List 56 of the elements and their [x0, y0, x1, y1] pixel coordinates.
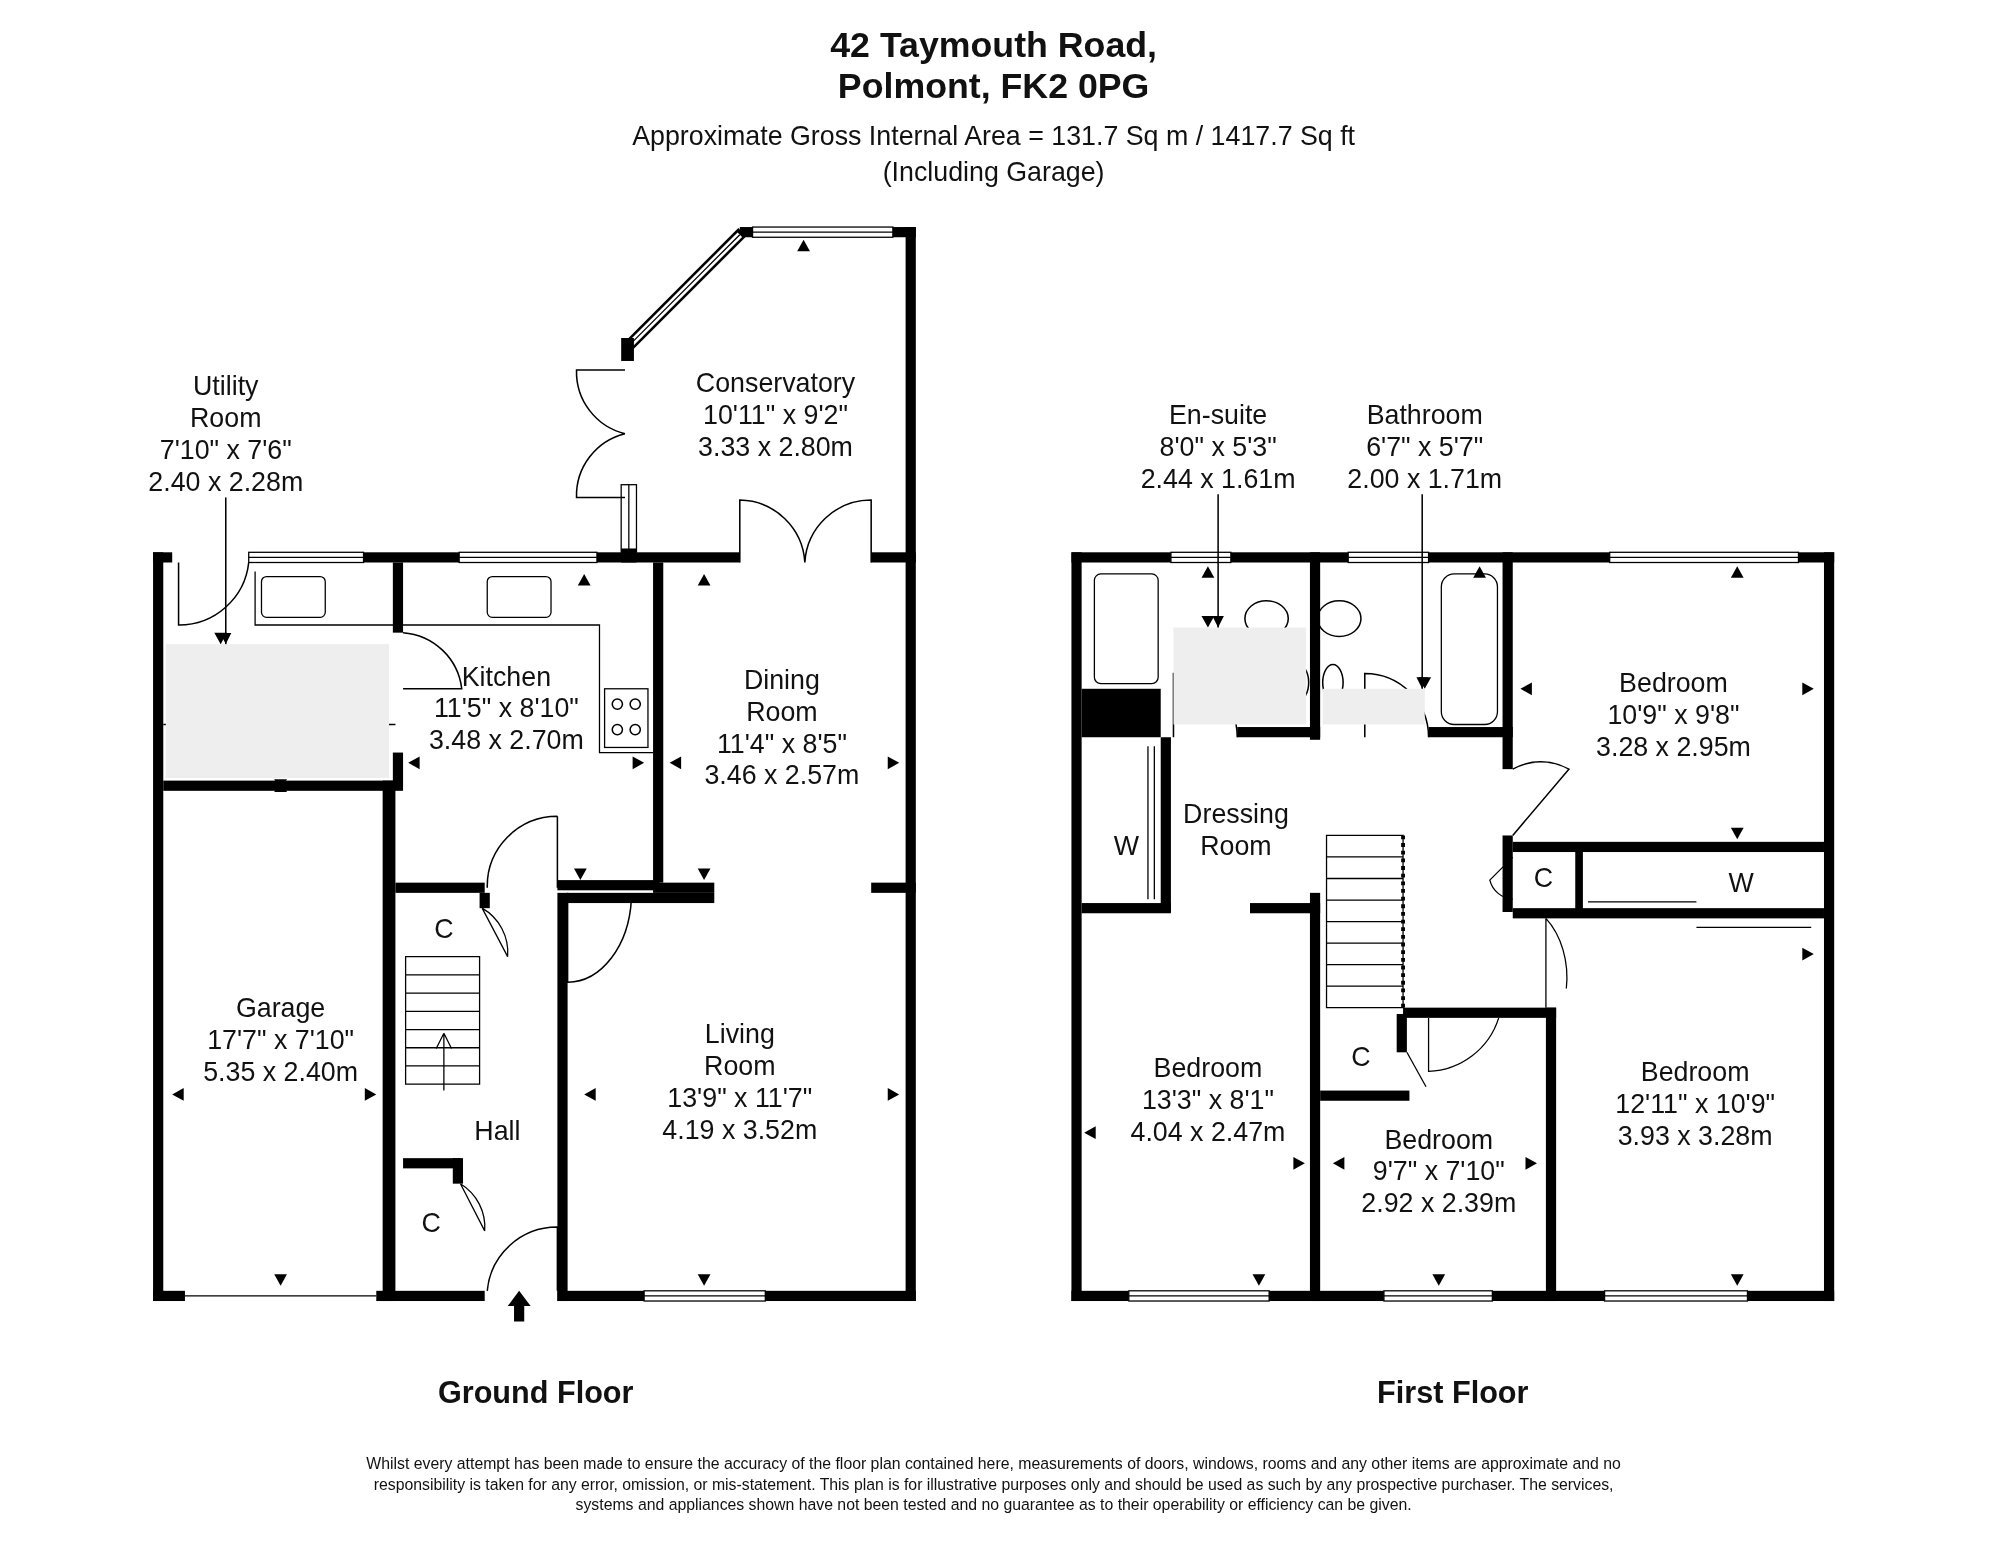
area-note: (Including Garage): [882, 156, 1105, 188]
room-name: Hall: [474, 1114, 521, 1147]
room-size: 3.93 x 3.28m: [1616, 1119, 1774, 1152]
room-size: 13'9" x 11'7": [666, 1081, 814, 1114]
room-size: 7'10" x 7'6": [158, 433, 293, 466]
title: 42 Taymouth Road, Polmont, FK2 0PG: [829, 25, 1158, 108]
room-name: Dressing Room: [1182, 797, 1290, 861]
room-area: [165, 644, 390, 779]
floor-label: First Floor: [1377, 1375, 1529, 1411]
room-name: Bedroom: [1639, 1055, 1751, 1088]
room-size: 8'0" x 5'3": [1158, 430, 1278, 463]
wardrobe-label: W: [1113, 830, 1139, 862]
room-name: Bathroom: [1365, 398, 1484, 431]
room-name: Bedroom: [1383, 1123, 1495, 1155]
cupboard-label: C: [421, 1206, 441, 1238]
room-size: 11'5" x 8'10": [432, 692, 580, 724]
room-name: Dining Room: [742, 663, 821, 728]
cupboard-label: C: [1533, 861, 1554, 894]
room-name: Garage: [234, 992, 327, 1024]
disclaimer-text: Whilst every attempt has been made to ensure the accuracy of the floor plan contained here, measurements of doors, windows, rooms and any other items are approximate and no responsibility is taken for any error, omission, or mis-statement. This plan is for illustrative purposes only and should be used as such by any prospective purchaser. The services, systems and appliances shown have not been tested and no guarantee as to their operability or efficiency can be given.: [365, 1454, 1622, 1516]
leader-line: [220, 496, 232, 645]
room-name: Bedroom: [1152, 1051, 1264, 1084]
cupboard-label: C: [1351, 1040, 1371, 1073]
room-size: 2.44 x 1.61m: [1140, 462, 1296, 495]
area-text: Approximate Gross Internal Area = 131.7 Sq m / 1417.7 Sq ft: [632, 121, 1356, 152]
room-size: 10'11" x 9'2": [702, 398, 849, 431]
room-name: Utility Room: [189, 370, 263, 434]
room-size: 3.33 x 2.80m: [697, 430, 854, 463]
room-size: 3.48 x 2.70m: [428, 724, 584, 756]
room-size: 2.40 x 2.28m: [148, 465, 304, 498]
room-size: 17'7" x 7'10": [206, 1023, 356, 1056]
room-area: [1173, 627, 1307, 725]
room-size: 3.28 x 2.95m: [1596, 730, 1751, 763]
cupboard-label: C: [434, 912, 454, 945]
room-name: Conservatory: [695, 367, 856, 399]
room-size: 11'4" x 8'5": [715, 727, 848, 759]
room-size: 4.19 x 3.52m: [662, 1113, 818, 1146]
room-name: En-suite: [1167, 398, 1269, 431]
room-size: 6'7" x 5'7": [1365, 430, 1485, 463]
wardrobe-label: W: [1728, 867, 1754, 899]
room-size: 2.92 x 2.39m: [1361, 1187, 1517, 1219]
room-size: 4.04 x 2.47m: [1130, 1115, 1286, 1148]
room-size: 3.46 x 2.57m: [704, 759, 860, 791]
room-size: 5.35 x 2.40m: [203, 1055, 359, 1088]
leader-line: [1416, 493, 1428, 690]
room-size: 9'7" x 7'10": [1371, 1155, 1506, 1187]
room-size: 12'11" x 10'9": [1615, 1087, 1776, 1120]
room-size: 2.00 x 1.71m: [1347, 462, 1503, 495]
room-name: Bedroom: [1618, 666, 1729, 699]
floor-label: Ground Floor: [437, 1375, 634, 1411]
room-name: Living Room: [703, 1018, 777, 1082]
room-area: [1322, 688, 1425, 725]
room-size: 13'3" x 8'1": [1140, 1083, 1275, 1116]
room-size: 10'9" x 9'8": [1606, 698, 1741, 731]
room-name: Kitchen: [460, 660, 553, 692]
leader-line: [1212, 493, 1224, 629]
